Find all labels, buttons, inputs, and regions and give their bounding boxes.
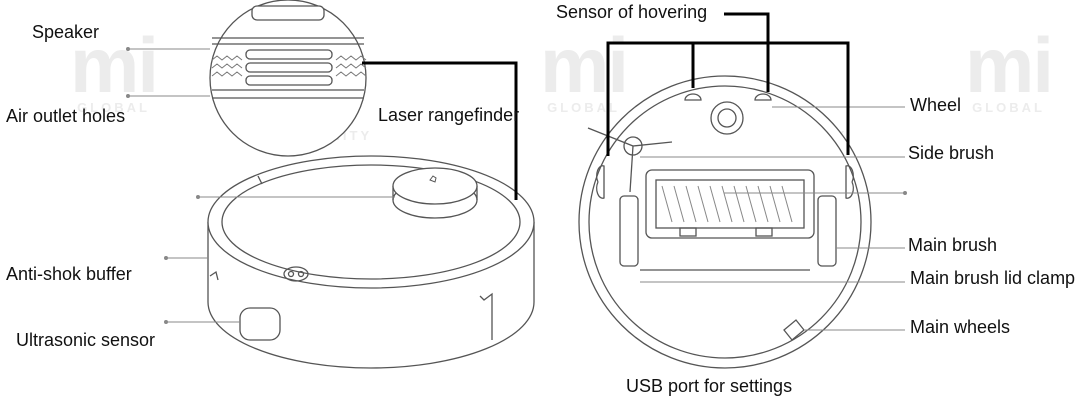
label-main-brush: Main brush — [908, 235, 998, 255]
label-wheel: Wheel — [910, 95, 962, 115]
leader-lines — [128, 48, 905, 331]
watermark-mi-logo: mi GLOBAL — [540, 21, 629, 115]
label-sensor-of-hovering: Sensor of hovering — [556, 2, 708, 22]
label-main-brush-lid-clamp: Main brush lid clamp — [910, 268, 1076, 288]
label-speaker: Speaker — [32, 22, 100, 42]
label-side-brush: Side brush — [908, 143, 995, 163]
robot-body-top-view — [207, 155, 535, 369]
speaker-detail-zoom — [209, 0, 367, 157]
robot-underside-view — [578, 75, 872, 369]
label-usb-port-for-settings: USB port for settings — [626, 376, 793, 396]
label-laser-rangefinder: Laser rangefinder — [378, 105, 520, 125]
label-air-outlet-holes: Air outlet holes — [6, 106, 126, 126]
watermark-mi-logo: mi GLOBAL — [70, 21, 159, 115]
label-main-wheels: Main wheels — [910, 317, 1011, 337]
watermark-mi-logo: mi GLOBAL — [965, 21, 1054, 115]
leader-dots — [126, 47, 907, 324]
label-ultrasonic-sensor: Ultrasonic sensor — [16, 330, 156, 350]
label-anti-shok-buffer: Anti-shok buffer — [6, 264, 132, 284]
pointer-lines — [362, 12, 850, 200]
